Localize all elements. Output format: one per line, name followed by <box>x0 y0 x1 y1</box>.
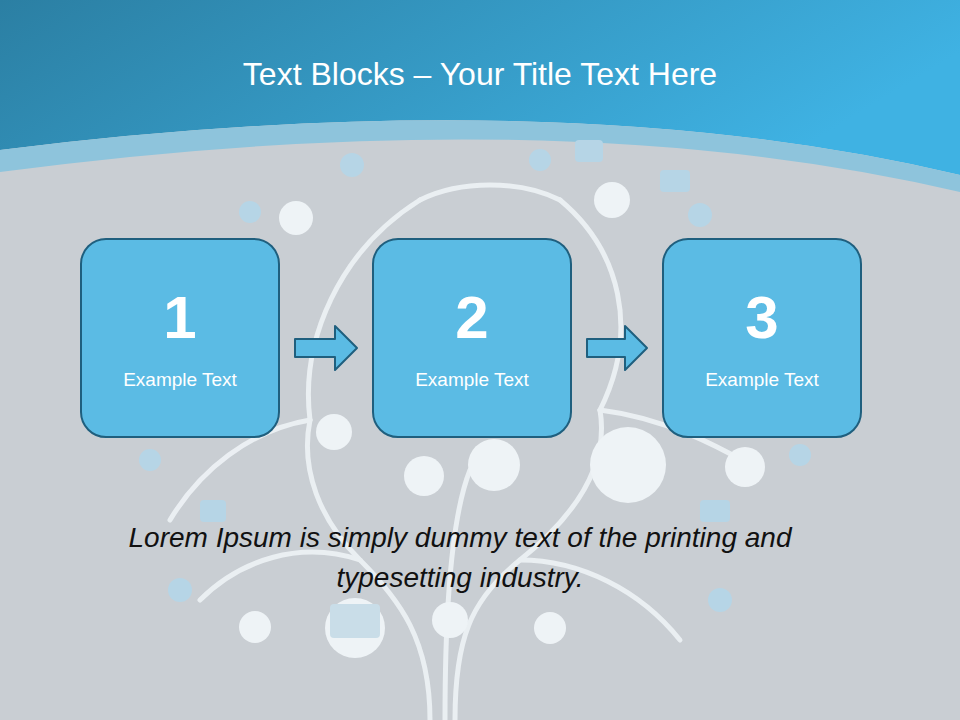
step-number: 2 <box>455 283 488 353</box>
icon-circle <box>789 444 811 466</box>
icon-circle <box>708 588 732 612</box>
slide-title: Text Blocks – Your Title Text Here <box>0 52 960 96</box>
step-box: 3Example Text <box>662 238 862 438</box>
step-label: Example Text <box>415 367 529 393</box>
step-number: 3 <box>745 283 778 353</box>
icon-circle <box>725 447 765 487</box>
step-number: 1 <box>163 283 196 353</box>
step-label: Example Text <box>123 367 237 393</box>
icon-circle <box>432 602 468 638</box>
header-strip <box>0 120 960 192</box>
icon-circle <box>279 201 313 235</box>
step-box: 1Example Text <box>80 238 280 438</box>
icon-circle <box>340 153 364 177</box>
icon-circle <box>590 427 666 503</box>
caption-text: Lorem Ipsum is simply dummy text of the … <box>90 518 830 598</box>
icon-square <box>330 604 380 638</box>
icon-square <box>660 170 690 192</box>
icon-circle <box>529 149 551 171</box>
icon-circle <box>404 456 444 496</box>
icon-square <box>575 140 603 162</box>
icon-circle <box>534 612 566 644</box>
icon-circle <box>688 203 712 227</box>
icon-circle <box>239 201 261 223</box>
icon-circle <box>325 598 385 658</box>
icon-circle <box>239 611 271 643</box>
tree-branch <box>420 185 560 200</box>
tree-branch <box>200 552 360 600</box>
icon-square <box>200 500 226 522</box>
icon-circle <box>316 414 352 450</box>
tree-branch <box>445 470 470 720</box>
block-arrow <box>587 326 647 370</box>
step-box: 2Example Text <box>372 238 572 438</box>
step-label: Example Text <box>705 367 819 393</box>
icon-circle <box>168 578 192 602</box>
icon-circle <box>139 449 161 471</box>
icon-square <box>700 500 730 522</box>
block-arrow <box>295 326 357 370</box>
icon-circle <box>594 182 630 218</box>
icon-circle <box>468 439 520 491</box>
